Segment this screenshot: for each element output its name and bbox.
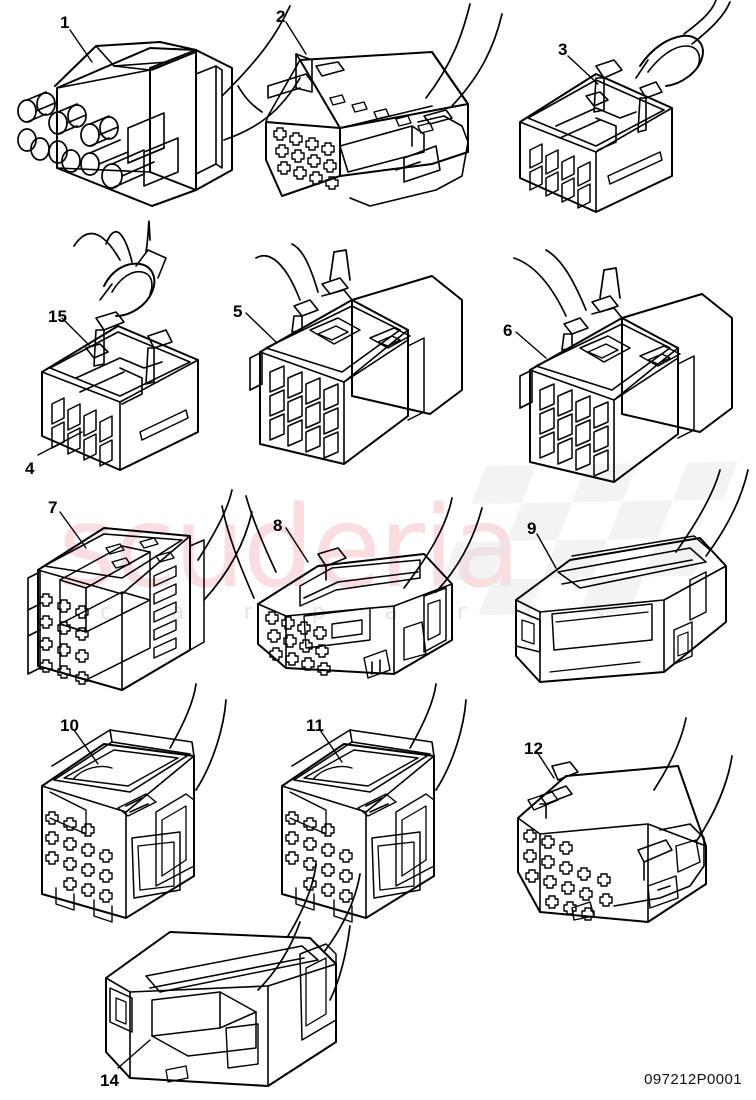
connector-12 [517,717,733,923]
connector-1 [17,5,301,207]
callout-5: 5 [233,302,243,321]
connector-2 [237,3,503,207]
callout-8: 8 [273,516,283,535]
connector-6 [513,249,733,483]
callout-11: 11 [306,716,324,735]
connector-15-4 [37,220,199,471]
callout-14: 14 [100,1071,119,1090]
callout-9: 9 [527,519,537,538]
callout-7: 7 [48,498,58,517]
callout-12: 12 [524,739,543,758]
drawing-code: 097212P0001 [644,1071,742,1088]
callout-2: 2 [276,7,286,26]
connector-14 [105,863,361,1087]
callout-3: 3 [558,40,568,59]
callout-6: 6 [503,321,513,340]
connector-11 [257,683,467,1001]
connector-3 [519,0,731,213]
connector-5 [245,243,463,465]
callout-4: 4 [25,459,35,478]
connector-9 [515,469,749,683]
connector-8 [221,495,483,679]
callout-10: 10 [60,716,79,735]
callout-15: 15 [48,307,67,326]
connector-10 [41,683,227,923]
callout-1: 1 [60,13,70,32]
connector-7 [27,489,253,691]
